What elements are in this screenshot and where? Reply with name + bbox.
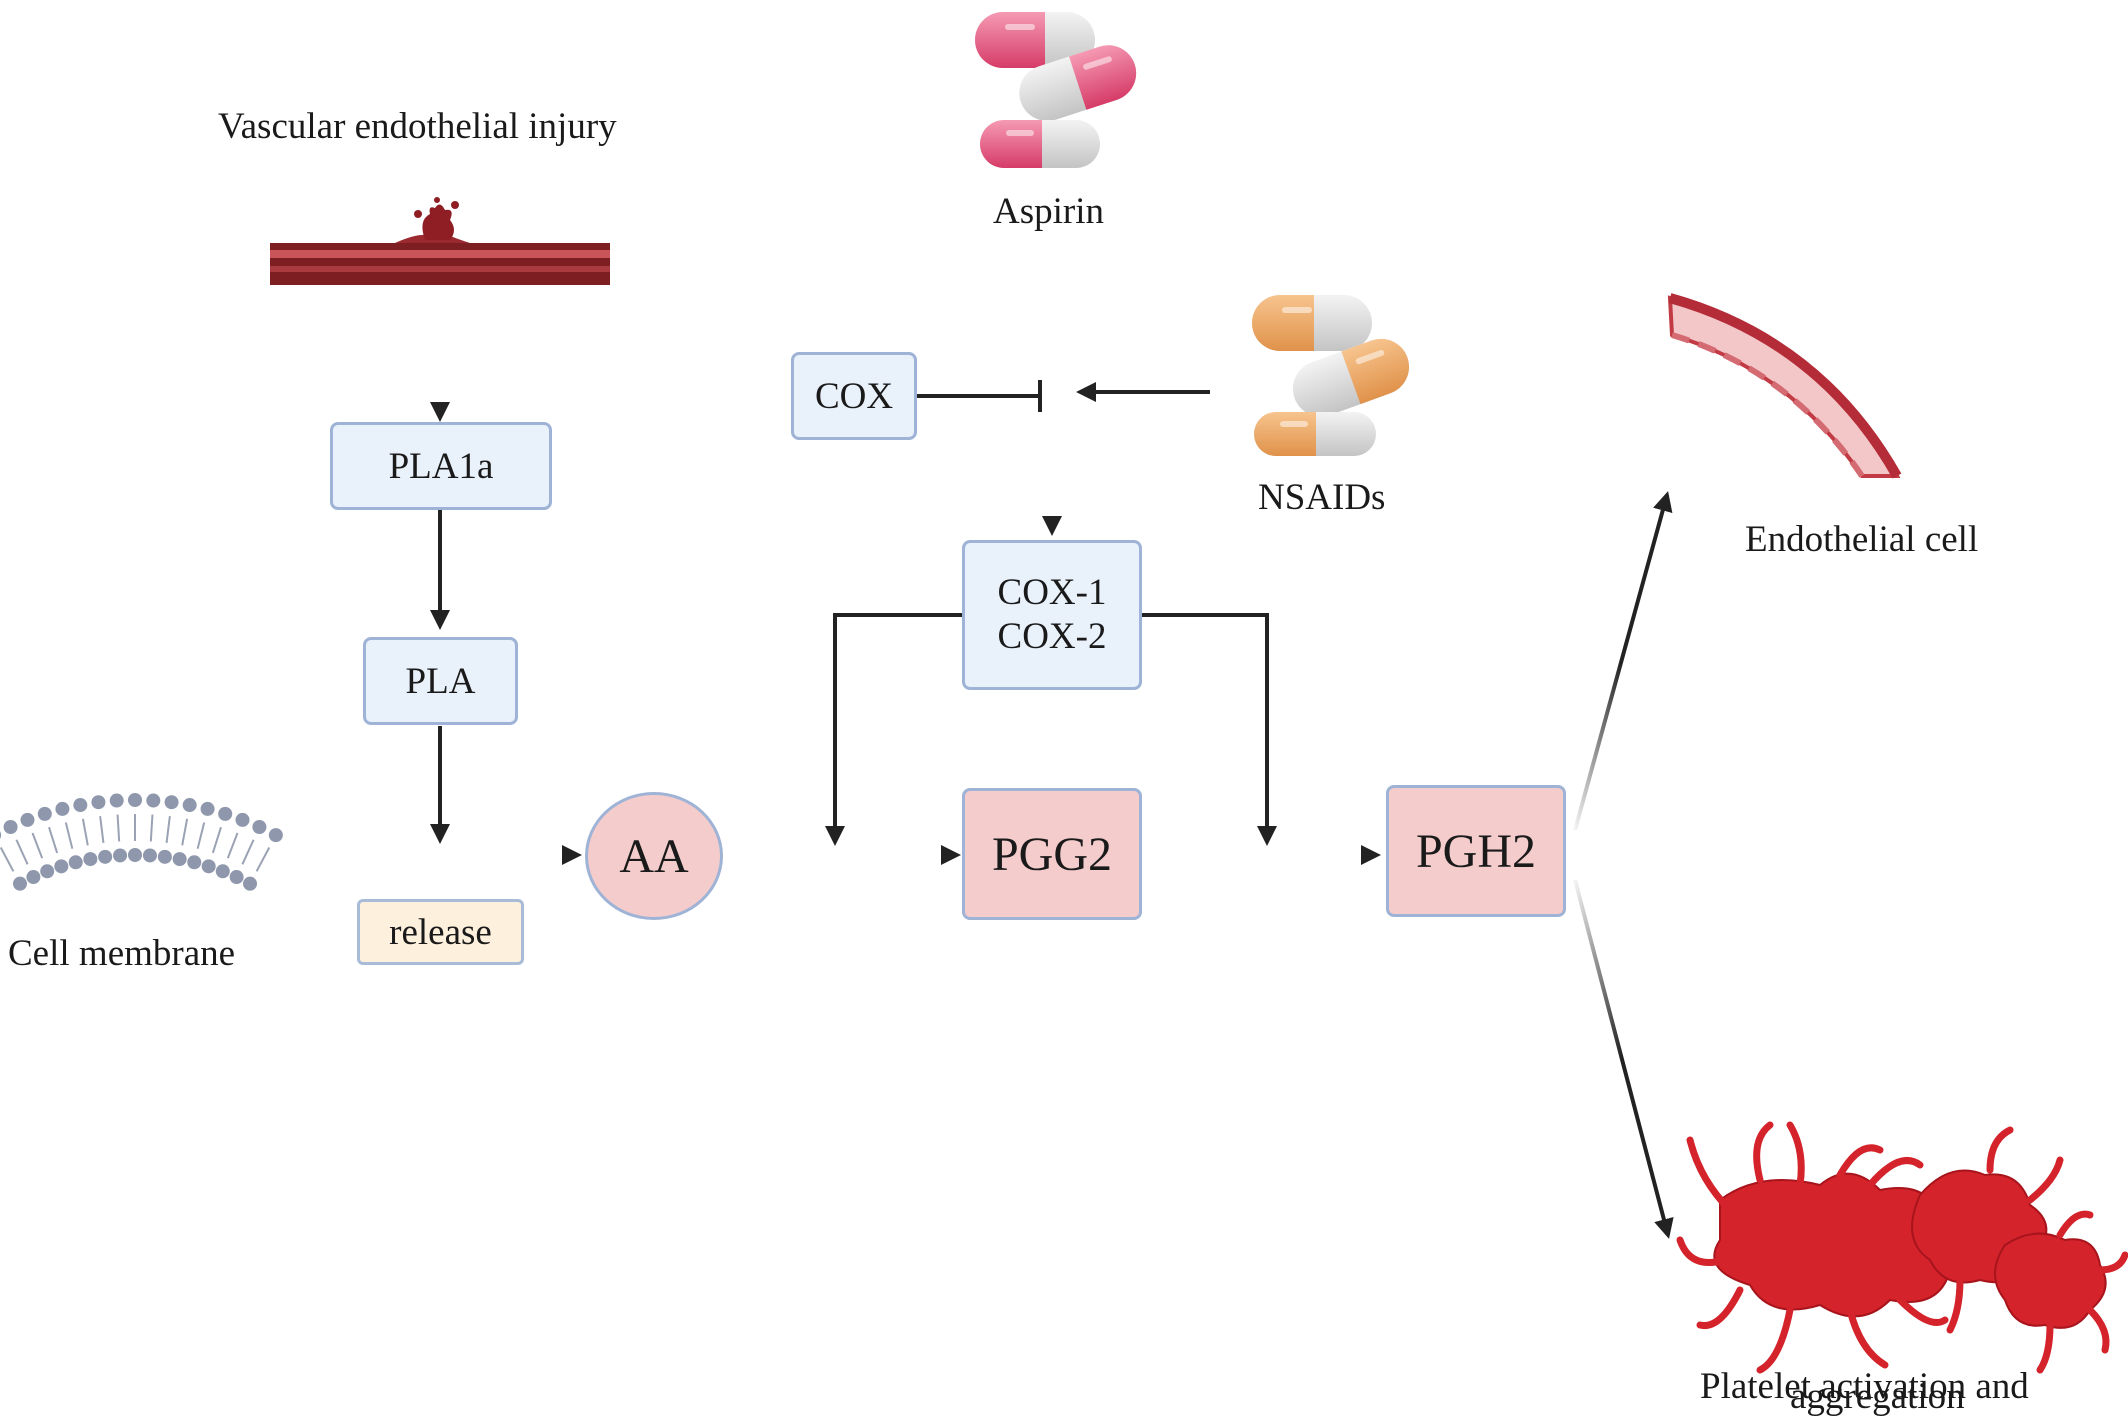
cox12-box: COX-1 COX-2 (962, 540, 1142, 690)
cox1-label: COX-1 (997, 572, 1107, 613)
cell-membrane-label: Cell membrane (8, 933, 236, 974)
pgg2-box: PGG2 (962, 788, 1142, 920)
cox2-label: COX-2 (997, 616, 1107, 657)
release-box: release (357, 899, 524, 965)
connectors (300, 262, 1674, 1239)
arrow-cox-to-pgg2-pgh2 (1142, 613, 1277, 846)
arrow-pgh2-to-endothelial (1573, 491, 1673, 831)
nsaids-label: NSAIDs (1258, 477, 1386, 518)
nsaid-capsules-icon (1252, 295, 1410, 456)
pla-box: PLA (363, 637, 518, 725)
arrow-cox-to-aa-pgg2 (825, 613, 962, 846)
endothelial-vessel-icon (1667, 293, 1902, 479)
cox-box: COX (791, 352, 917, 440)
pla1a-box: PLA1a (330, 422, 552, 510)
cell-membrane-icon (0, 793, 283, 891)
vessel-injury-icon (270, 197, 610, 285)
endothelial-cell-label: Endothelial cell (1745, 519, 1979, 560)
platelet-cluster-icon (1676, 1121, 2128, 1374)
platelet-label-line2: aggregation (1790, 1376, 1965, 1417)
aspirin-label: Aspirin (993, 191, 1104, 232)
arrow-pgh2-to-platelet (1573, 879, 1674, 1239)
aspirin-capsules-icon (975, 12, 1137, 168)
pgh2-box: PGH2 (1386, 785, 1566, 917)
injury-label: Vascular endothelial injury (218, 106, 617, 147)
aa-node: AA (585, 792, 723, 920)
platelet-label-line1: Platelet activation and (1700, 1366, 2029, 1407)
